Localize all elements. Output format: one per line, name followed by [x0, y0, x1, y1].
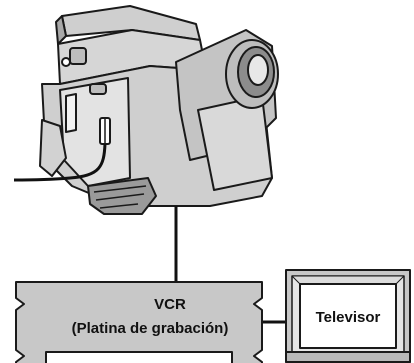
- vcr-sublabel: (Platina de grabación): [72, 320, 229, 337]
- camcorder-icon: [13, 5, 279, 215]
- television-icon: [285, 269, 411, 363]
- tv-label: Televisor: [316, 309, 381, 326]
- vcr-icon: [15, 281, 263, 363]
- vcr-label: VCR: [154, 296, 186, 313]
